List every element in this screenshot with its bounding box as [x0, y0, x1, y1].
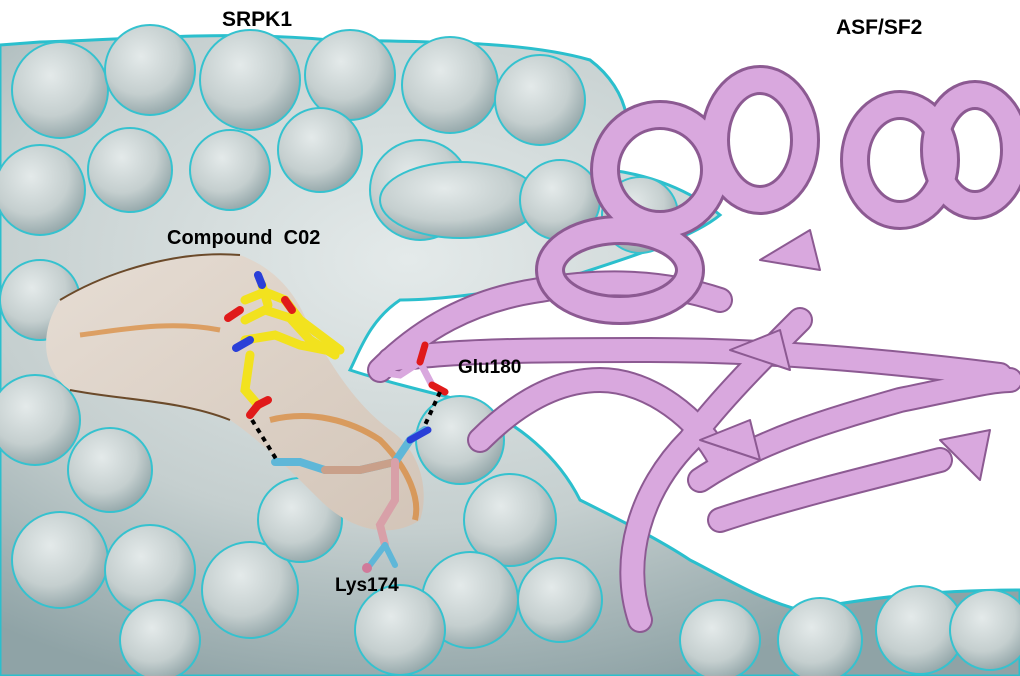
- asf-sf2-label: ASF/SF2: [836, 16, 923, 39]
- lys174-sidechain: [271, 426, 432, 573]
- asf-sf2-ribbon: [367, 65, 1020, 633]
- srpk1-surface: [0, 24, 1020, 676]
- hydrogen-bonds: [250, 391, 442, 464]
- lys174-label: Lys174: [335, 575, 399, 596]
- compound-c02-label: Compound C02: [167, 227, 321, 249]
- glu180-sidechain: [376, 341, 449, 396]
- srpk1-label: SRPK1: [222, 8, 293, 31]
- glu180-label: Glu180: [458, 357, 522, 378]
- compound-c02-ligand: [224, 271, 345, 419]
